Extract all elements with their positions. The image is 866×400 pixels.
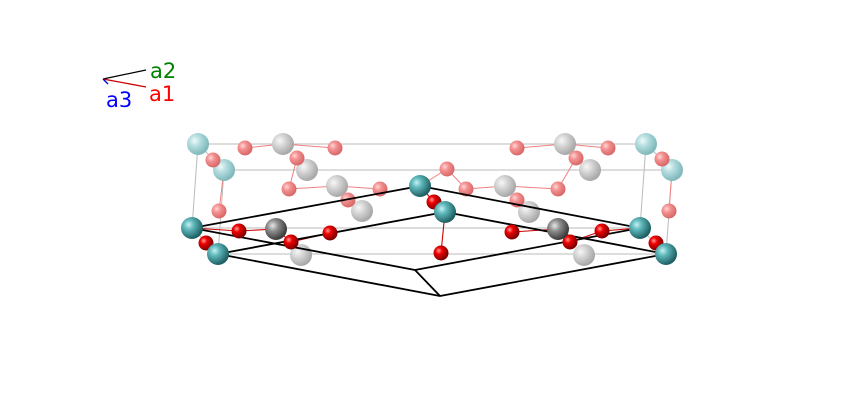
axis-triad-icon: a2 a1 a3 — [102, 59, 176, 112]
axis-label-a2: a2 — [150, 59, 176, 83]
axis-label-a3: a3 — [106, 88, 132, 112]
faded-atoms — [187, 133, 683, 266]
axis-a1-line — [102, 78, 147, 88]
axis-a2-line — [102, 69, 147, 80]
axis-a3-line — [102, 78, 109, 85]
axis-label-a1: a1 — [149, 82, 175, 106]
solid-atoms — [181, 175, 677, 265]
